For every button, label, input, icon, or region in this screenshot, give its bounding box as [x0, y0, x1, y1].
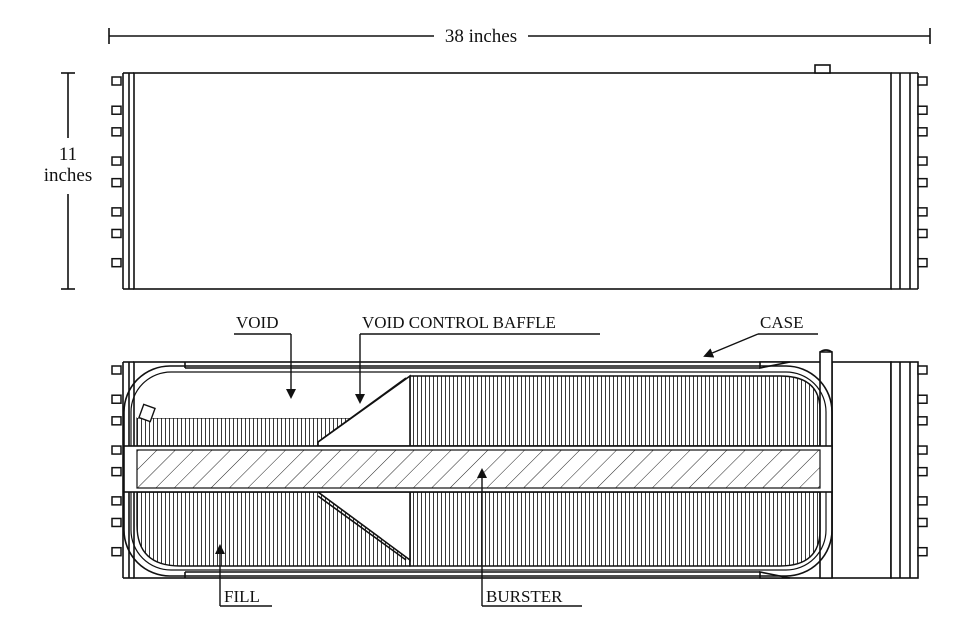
end-ring-lug: [111, 394, 122, 404]
end-ring-lug: [111, 127, 122, 137]
fuze-well-detail: [138, 403, 156, 423]
end-ring-lug: [111, 365, 122, 375]
end-ring-lug: [111, 156, 122, 166]
end-ring-lug: [111, 76, 122, 86]
right-lugs-top: [917, 76, 928, 268]
end-ring-lug: [917, 257, 928, 268]
fill-label: FILL: [224, 587, 260, 606]
height-dimension: [61, 72, 75, 290]
end-ring-lug: [111, 466, 122, 477]
case-callout: [703, 333, 818, 358]
end-ring-lug: [111, 105, 122, 115]
end-ring-lug: [917, 365, 928, 375]
end-ring-lug: [917, 127, 928, 137]
left-lugs-bottom: [111, 365, 122, 557]
length-dimension: [108, 28, 931, 44]
fill-callout: [215, 544, 272, 607]
burster-charge: [136, 449, 821, 489]
case-label: CASE: [760, 313, 803, 332]
end-ring-lug: [111, 546, 122, 557]
lower-fill-right: [409, 491, 821, 567]
end-ring-lug: [111, 416, 122, 426]
upper-fill-main: [409, 375, 821, 447]
end-ring-lug: [111, 177, 122, 188]
end-ring-lug: [917, 496, 928, 506]
end-ring-lug: [111, 517, 122, 528]
end-ring-lug: [917, 466, 928, 477]
baffle-callout: [355, 333, 600, 404]
end-ring-lug: [917, 156, 928, 166]
end-ring-lug: [111, 257, 122, 268]
end-ring-lug: [917, 445, 928, 455]
void-callout: [234, 333, 296, 399]
end-ring-lug: [917, 76, 928, 86]
end-ring-lug: [917, 228, 928, 239]
end-ring-lug: [917, 394, 928, 404]
end-ring-lug: [917, 207, 928, 217]
exterior-side-view: [122, 64, 919, 290]
baffle-label: VOID CONTROL BAFFLE: [362, 313, 556, 332]
end-ring-lug: [111, 445, 122, 455]
upper-fill-left: [136, 417, 352, 447]
length-dimension-label: 38 inches: [445, 26, 517, 47]
end-ring-lug: [111, 228, 122, 239]
height-dimension-value: 11: [59, 144, 77, 165]
end-ring-lug: [111, 496, 122, 506]
burster-label: BURSTER: [486, 587, 563, 606]
right-lugs-bottom: [917, 365, 928, 557]
left-lugs-top: [111, 76, 122, 268]
end-ring-lug: [917, 546, 928, 557]
end-ring-lug: [917, 105, 928, 115]
cross-section-view: [122, 349, 919, 579]
end-ring-lug: [917, 177, 928, 188]
end-ring-lug: [917, 416, 928, 426]
burster-callout: [477, 468, 582, 607]
void-label: VOID: [236, 313, 279, 332]
void-region: [137, 376, 410, 418]
end-ring-lug: [111, 207, 122, 217]
height-dimension-unit: inches: [44, 165, 93, 186]
end-ring-lug: [917, 517, 928, 528]
